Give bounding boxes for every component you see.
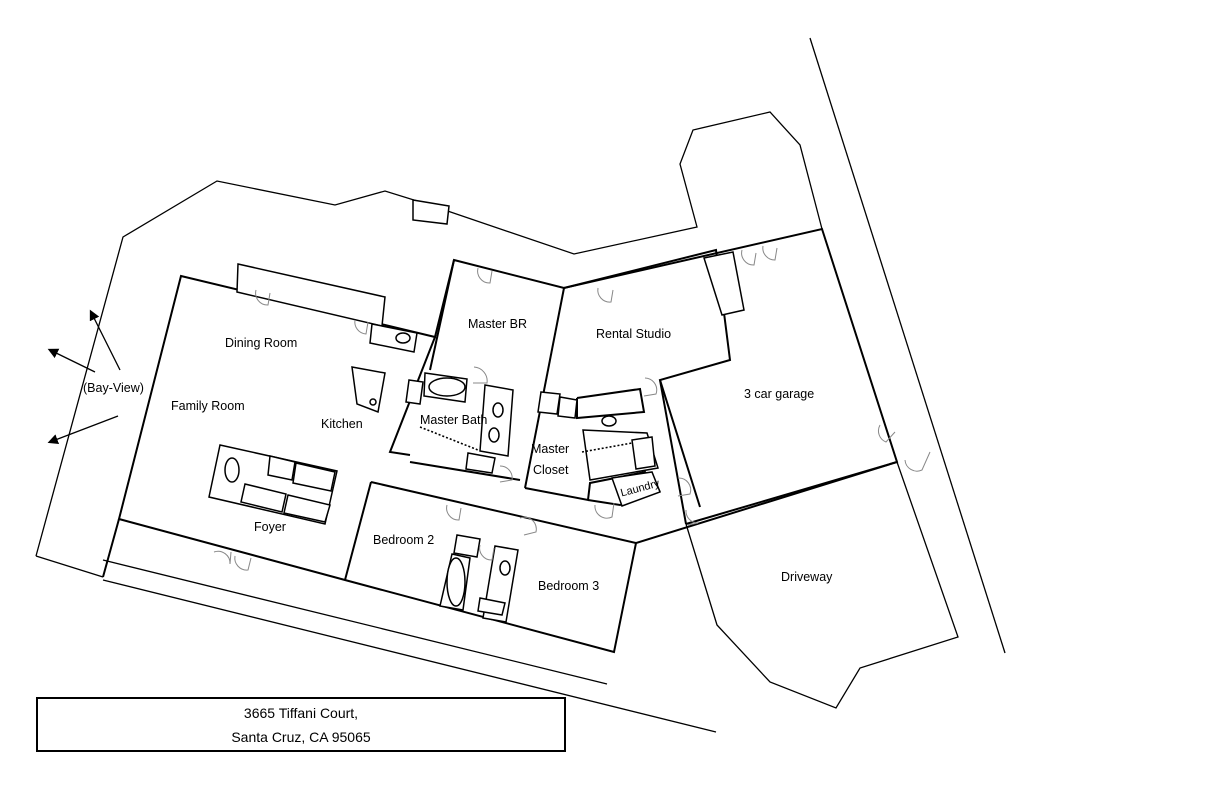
street-lines [102,37,1006,733]
label-master-br: Master BR [468,317,527,331]
label-family-room: Family Room [171,399,245,413]
label-master-bath: Master Bath [420,413,487,427]
address-line-1: 3665 Tiffani Court, [243,704,359,721]
door-swings [213,245,931,571]
address-line-2: Santa Cruz, CA 95065 [231,728,371,745]
label-bay-view: (Bay-View) [83,381,144,395]
bay-view-arrows [47,309,121,445]
label-kitchen: Kitchen [321,417,363,431]
label-master-closet-1: Master [531,442,569,456]
fixtures [208,251,745,623]
room-labels: Dining Room Family Room Kitchen Foyer Ma… [83,317,833,593]
label-bedroom-3: Bedroom 3 [538,579,599,593]
label-driveway: Driveway [781,570,833,584]
label-dining-room: Dining Room [225,336,297,350]
deck-outline [35,111,823,578]
label-garage: 3 car garage [744,387,814,401]
label-rental-studio: Rental Studio [596,327,671,341]
label-foyer: Foyer [254,520,286,534]
address-box: 3665 Tiffani Court, Santa Cruz, CA 95065 [36,697,566,752]
label-bedroom-2: Bedroom 2 [373,533,434,547]
label-master-closet-2: Closet [533,463,569,477]
